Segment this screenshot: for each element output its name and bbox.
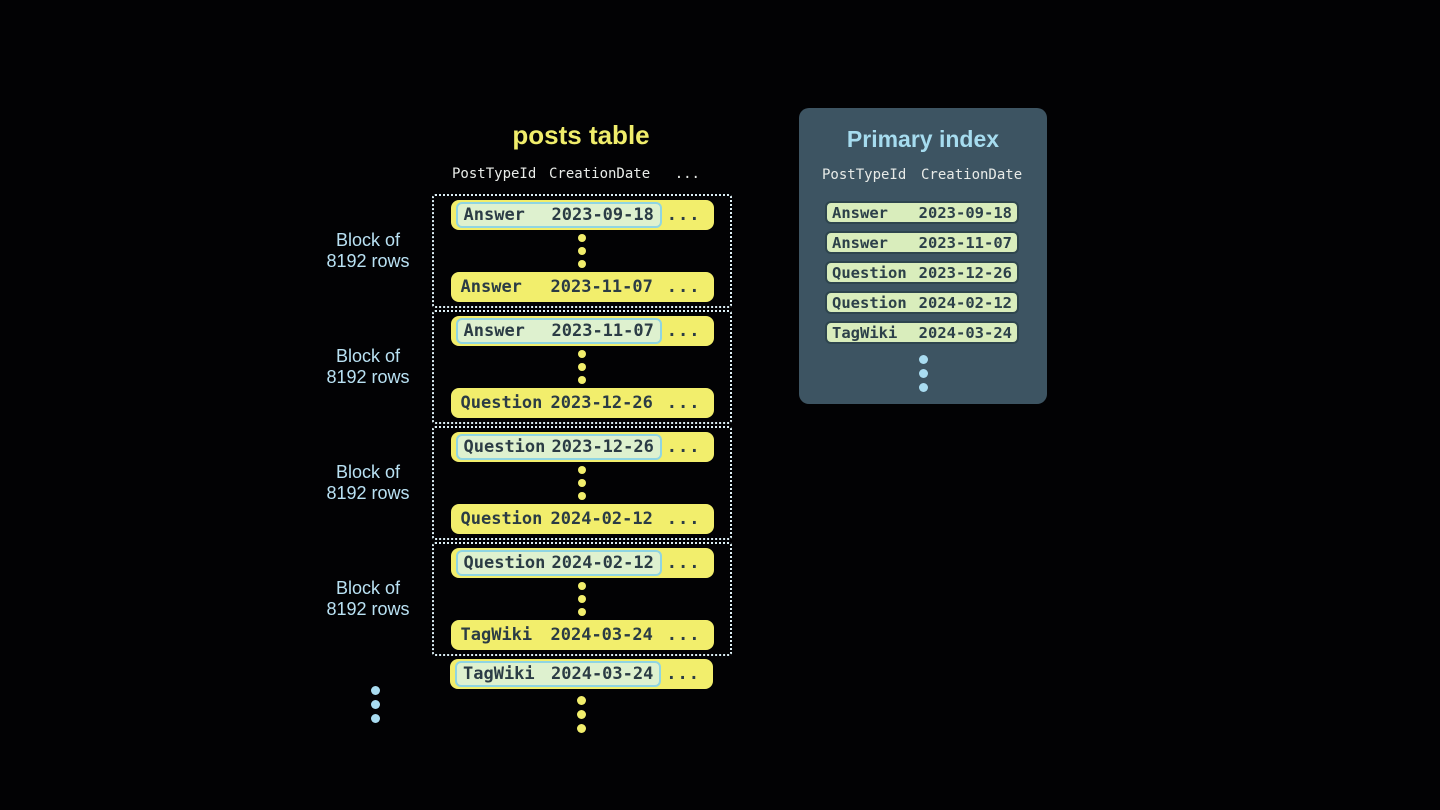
column-header-posttypeid: PostTypeId <box>452 166 537 182</box>
indexed-entry-highlight: Question 2024-02-12 <box>455 550 662 576</box>
entry-posttypeid: Answer <box>832 233 888 252</box>
block-3-last-row: Question 2024-02-12 ... <box>450 504 714 534</box>
entry-creationdate: 2024-02-12 <box>918 293 1012 312</box>
index-continues-dots <box>799 355 1047 392</box>
block-label-line1: Block of <box>335 578 401 598</box>
row-creationdate: 2023-09-18 <box>551 205 654 225</box>
block-2-label: Block of 8192 rows <box>316 346 420 388</box>
index-entry-4: Question 2024-02-12 <box>825 291 1019 314</box>
posts-table-column-headers: PostTypeId CreationDate ... <box>431 166 731 182</box>
block-1-label: Block of 8192 rows <box>316 230 420 272</box>
block-label-line2: 8192 rows <box>326 483 410 503</box>
block-label-line2: 8192 rows <box>326 251 410 271</box>
row-posttypeid: Answer <box>460 277 522 297</box>
block-2: Answer 2023-11-07 ... Question 2023-12-2… <box>432 310 732 424</box>
block-group-1: Block of 8192 rows Answer 2023-09-18 ...… <box>316 194 732 308</box>
blocks-continue-dots <box>371 686 380 723</box>
entry-creationdate: 2023-11-07 <box>918 233 1012 252</box>
row-posttypeid: Answer <box>463 205 525 225</box>
rows-ellipsis-dots <box>578 582 586 616</box>
row-more-columns: ... <box>666 664 700 684</box>
primary-index-column-headers: PostTypeId CreationDate <box>799 167 1047 183</box>
primary-index-panel: Primary index PostTypeId CreationDate An… <box>799 108 1047 404</box>
column-header-creationdate: CreationDate <box>549 166 651 182</box>
block-label-line1: Block of <box>335 346 401 366</box>
column-header-posttypeid: PostTypeId <box>822 167 907 183</box>
block-4-first-row: Question 2024-02-12 ... <box>450 548 714 578</box>
row-posttypeid: TagWiki <box>460 625 533 645</box>
row-creationdate: 2024-02-12 <box>551 553 654 573</box>
column-header-more: ... <box>674 166 700 182</box>
block-1-first-row: Answer 2023-09-18 ... <box>450 200 714 230</box>
entry-posttypeid: Question <box>832 263 907 282</box>
block-group-2: Block of 8192 rows Answer 2023-11-07 ...… <box>316 310 732 424</box>
indexed-entry-highlight: TagWiki 2024-03-24 <box>455 661 662 687</box>
next-block-first-row: TagWiki 2024-03-24 ... <box>450 659 713 689</box>
entry-creationdate: 2023-09-18 <box>918 203 1012 222</box>
row-more-columns: ... <box>666 277 701 297</box>
column-header-creationdate: CreationDate <box>921 167 1023 183</box>
primary-index-entries: Answer 2023-09-18 Answer 2023-11-07 Ques… <box>825 201 1019 344</box>
index-entry-5: TagWiki 2024-03-24 <box>825 321 1019 344</box>
posts-table-blocks: Block of 8192 rows Answer 2023-09-18 ...… <box>316 194 732 658</box>
indexed-entry-highlight: Answer 2023-11-07 <box>455 318 662 344</box>
row-creationdate: 2023-12-26 <box>550 393 653 413</box>
primary-index-title: Primary index <box>846 126 1000 152</box>
block-2-last-row: Question 2023-12-26 ... <box>450 388 714 418</box>
block-4-last-row: TagWiki 2024-03-24 ... <box>450 620 714 650</box>
row-more-columns: ... <box>666 393 701 413</box>
entry-creationdate: 2023-12-26 <box>918 263 1012 282</box>
block-label-line1: Block of <box>335 462 401 482</box>
rows-ellipsis-dots <box>578 350 586 384</box>
row-more-columns: ... <box>666 553 701 573</box>
block-label-line1: Block of <box>335 230 401 250</box>
row-more-columns: ... <box>666 205 701 225</box>
block-group-3: Block of 8192 rows Question 2023-12-26 .… <box>316 426 732 540</box>
row-creationdate: 2023-12-26 <box>551 437 654 457</box>
row-posttypeid: Question <box>460 393 543 413</box>
block-3-label: Block of 8192 rows <box>316 462 420 504</box>
row-creationdate: 2024-02-12 <box>550 509 653 529</box>
row-posttypeid: Answer <box>463 321 525 341</box>
row-posttypeid: Question <box>463 553 546 573</box>
row-posttypeid: Question <box>460 509 543 529</box>
block-4: Question 2024-02-12 ... TagWiki 2024-03-… <box>432 542 732 656</box>
block-2-first-row: Answer 2023-11-07 ... <box>450 316 714 346</box>
indexed-entry-highlight: Question 2023-12-26 <box>455 434 662 460</box>
rows-ellipsis-dots <box>578 466 586 500</box>
rows-ellipsis-dots <box>578 234 586 268</box>
block-4-label: Block of 8192 rows <box>316 578 420 620</box>
entry-posttypeid: Answer <box>832 203 888 222</box>
row-posttypeid: Question <box>463 437 546 457</box>
index-entry-2: Answer 2023-11-07 <box>825 231 1019 254</box>
block-3-first-row: Question 2023-12-26 ... <box>450 432 714 462</box>
block-group-4: Block of 8192 rows Question 2024-02-12 .… <box>316 542 732 656</box>
row-more-columns: ... <box>666 509 701 529</box>
index-entry-1: Answer 2023-09-18 <box>825 201 1019 224</box>
row-creationdate: 2023-11-07 <box>551 321 654 341</box>
table-continues-dots <box>577 696 586 733</box>
row-posttypeid: TagWiki <box>463 664 535 684</box>
block-label-line2: 8192 rows <box>326 599 410 619</box>
block-1-last-row: Answer 2023-11-07 ... <box>450 272 714 302</box>
indexed-entry-highlight: Answer 2023-09-18 <box>455 202 662 228</box>
index-entry-3: Question 2023-12-26 <box>825 261 1019 284</box>
entry-creationdate: 2024-03-24 <box>918 323 1012 342</box>
row-more-columns: ... <box>666 625 701 645</box>
block-label-line2: 8192 rows <box>326 367 410 387</box>
posts-table-title: posts table <box>512 120 650 150</box>
entry-posttypeid: TagWiki <box>832 323 898 342</box>
row-more-columns: ... <box>666 321 701 341</box>
row-creationdate: 2024-03-24 <box>551 664 654 684</box>
row-more-columns: ... <box>666 437 701 457</box>
row-creationdate: 2023-11-07 <box>550 277 653 297</box>
block-3: Question 2023-12-26 ... Question 2024-02… <box>432 426 732 540</box>
entry-posttypeid: Question <box>832 293 907 312</box>
row-creationdate: 2024-03-24 <box>550 625 653 645</box>
block-1: Answer 2023-09-18 ... Answer 2023-11-07 … <box>432 194 732 308</box>
